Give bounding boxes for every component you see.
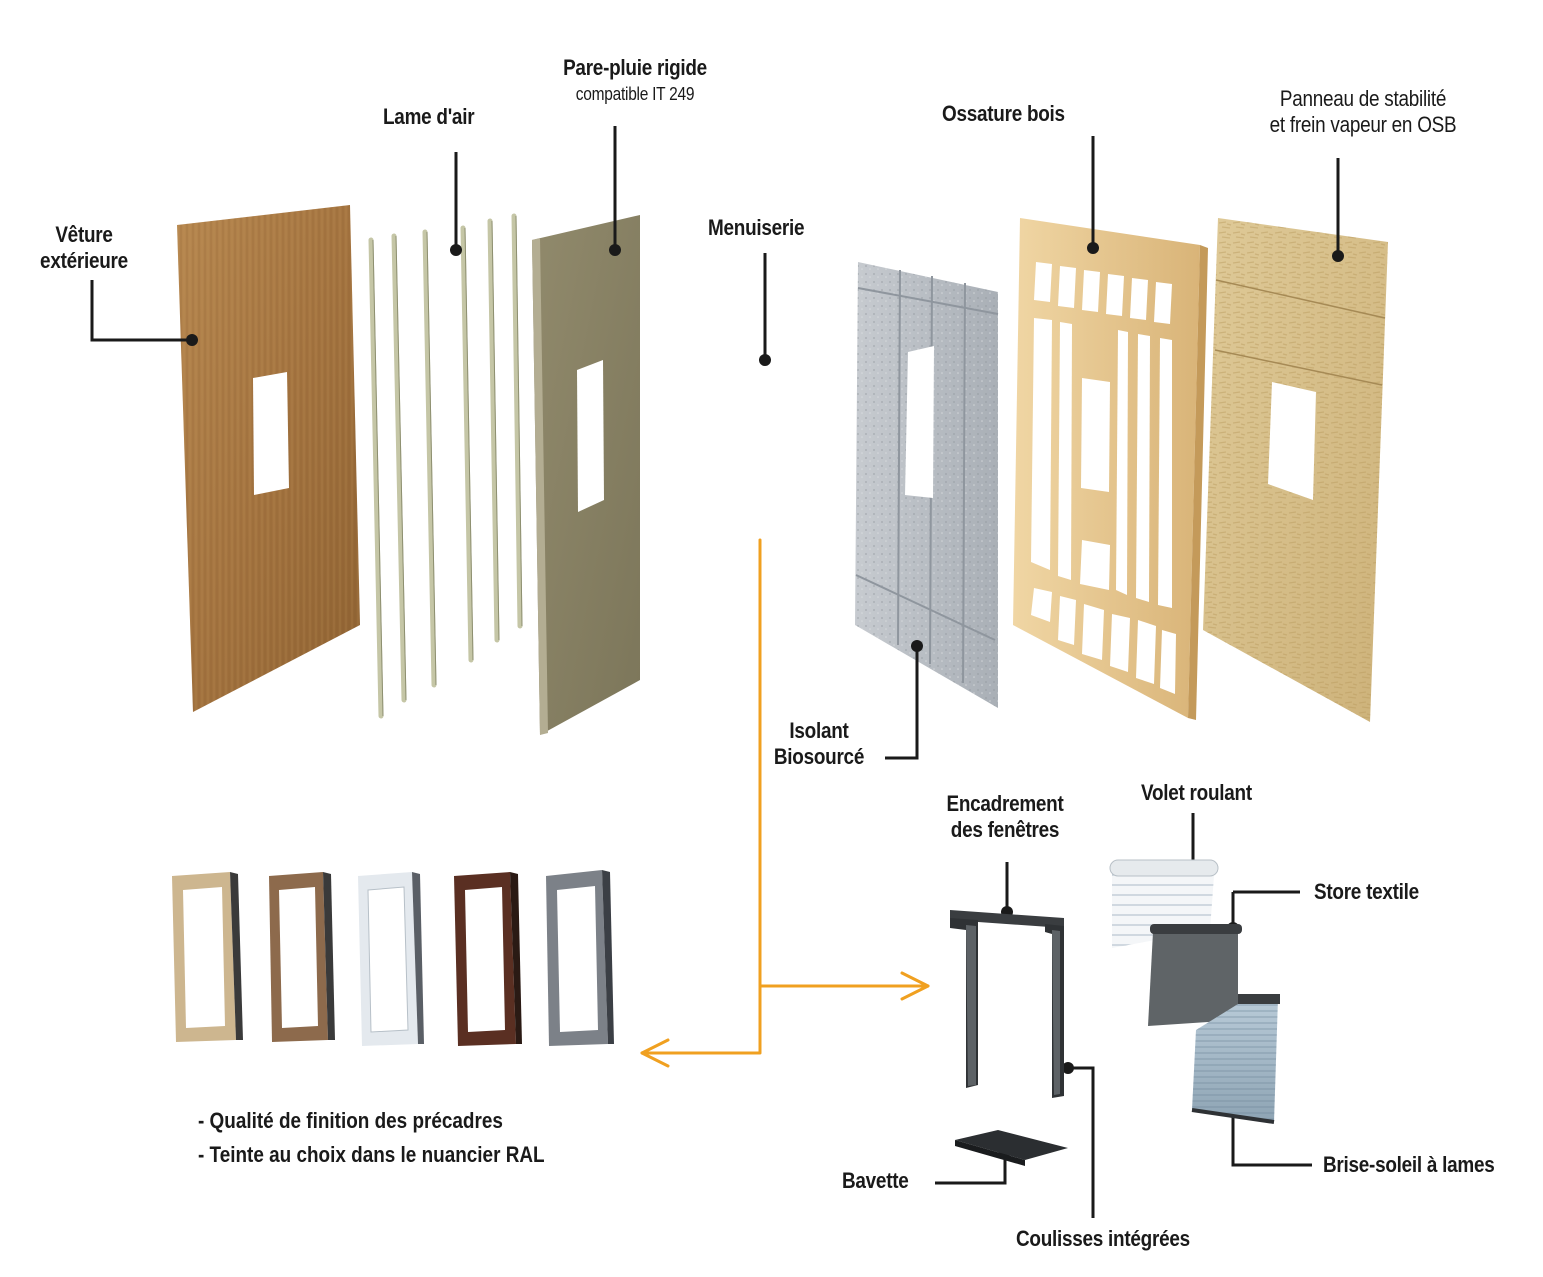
- label-pare-pluie: Pare-pluie rigide compatible IT 249: [553, 55, 716, 107]
- note-finish-quality: - Qualité de finition des précadres: [198, 1108, 503, 1133]
- slat-sunshade: [1191, 994, 1280, 1124]
- label-isolant: Isolant Biosourcé: [772, 718, 867, 770]
- leader-lines: [90, 126, 1340, 1218]
- label-bavette: Bavette: [842, 1168, 909, 1193]
- veture-panel: [177, 205, 360, 712]
- finish-notes: - Qualité de finition des précadres - Te…: [198, 1104, 545, 1172]
- insulation-blocks: [855, 262, 999, 708]
- label-encadrement-line2: des fenêtres: [950, 817, 1060, 842]
- air-gap-battens: [368, 213, 523, 719]
- label-encadrement: Encadrement des fenêtres: [941, 791, 1070, 843]
- osb-panel: [1203, 218, 1388, 722]
- label-veture-line2: extérieure: [40, 248, 128, 273]
- timber-frame: [1013, 218, 1208, 720]
- label-panneau: Panneau de stabilité et frein vapeur en …: [1247, 86, 1479, 138]
- rain-screen-panel: [532, 215, 640, 735]
- window-white: [358, 872, 424, 1046]
- label-pare-pluie-title: Pare-pluie rigide: [563, 55, 707, 80]
- label-store: Store textile: [1314, 879, 1419, 904]
- window-dark-brown: [454, 872, 522, 1046]
- label-pare-pluie-sub: compatible IT 249: [575, 84, 695, 104]
- label-volet: Volet roulant: [1141, 780, 1252, 805]
- window-grey: [546, 870, 614, 1046]
- label-lame-air: Lame d'air: [383, 104, 475, 129]
- air-gap-battens-shadow: [372, 215, 523, 717]
- window-wood-brown: [269, 872, 335, 1042]
- label-panneau-line2: et frein vapeur en OSB: [1269, 112, 1457, 137]
- label-veture-line1: Vêture: [55, 222, 113, 247]
- label-coulisses: Coulisses intégrées: [1016, 1226, 1190, 1251]
- label-ossature: Ossature bois: [942, 101, 1065, 126]
- label-veture: Vêture extérieure: [32, 222, 135, 274]
- window-beige: [172, 872, 243, 1042]
- label-menuiserie: Menuiserie: [708, 215, 805, 240]
- window-sill: [955, 1130, 1068, 1166]
- menuiserie-arrows: [640, 538, 930, 1068]
- label-brise-soleil: Brise-soleil à lames: [1323, 1152, 1495, 1177]
- label-encadrement-line1: Encadrement: [946, 791, 1064, 816]
- note-ral-color: - Teinte au choix dans le nuancier RAL: [198, 1142, 545, 1167]
- window-surround: [950, 910, 1064, 1098]
- window-finishes: [172, 870, 614, 1046]
- textile-blind: [1148, 924, 1242, 1026]
- label-panneau-line1: Panneau de stabilité: [1279, 86, 1447, 111]
- label-isolant-line2: Biosourcé: [773, 744, 865, 769]
- label-isolant-line1: Isolant: [789, 718, 849, 743]
